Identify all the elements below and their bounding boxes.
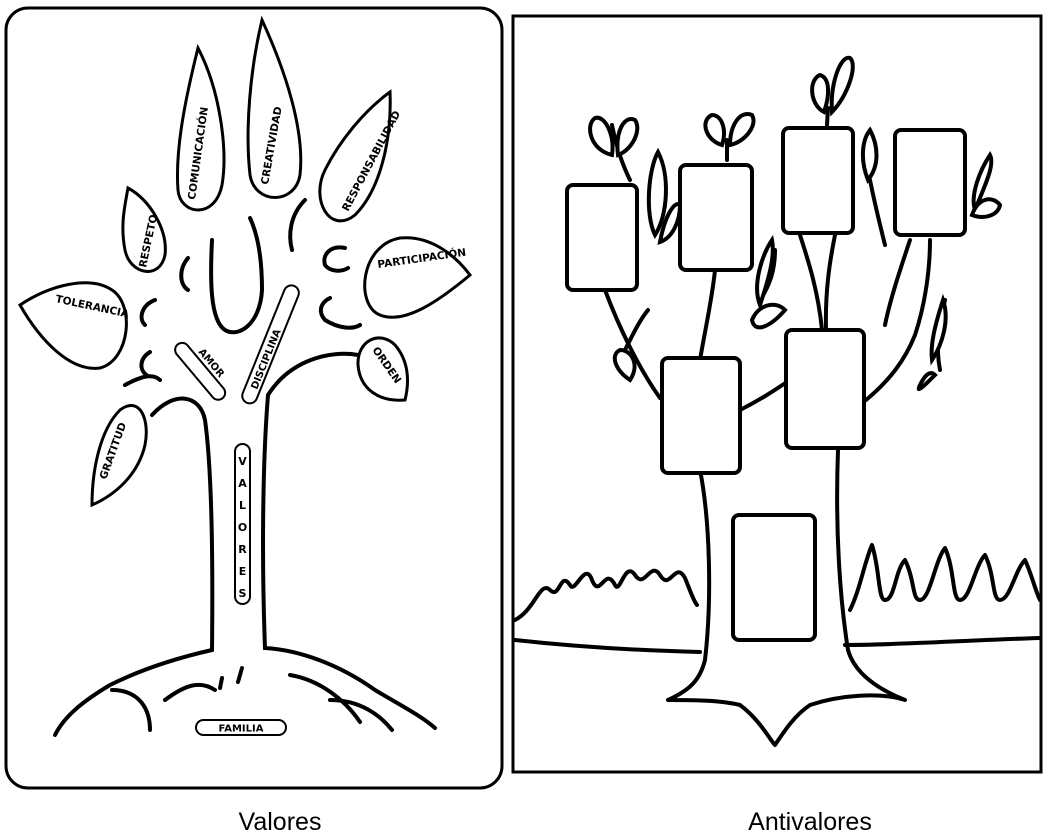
empty-frame <box>895 130 965 235</box>
empty-frame <box>662 358 740 473</box>
caption-antivalores: Antivalores <box>660 808 960 837</box>
empty-frame <box>680 165 752 270</box>
caption-valores: Valores <box>160 808 400 837</box>
trunk-letter: A <box>238 477 247 490</box>
trunk-letter: V <box>238 455 247 468</box>
trunk-letter: E <box>239 565 247 578</box>
empty-frame <box>786 330 864 448</box>
empty-frame <box>567 185 637 290</box>
side-leaf <box>863 130 877 180</box>
trunk-letter: O <box>238 521 247 534</box>
empty-frame <box>733 515 815 640</box>
valores-panel: COMUNICACIÓN CREATIVIDAD RESPONSABILIDAD… <box>6 8 502 788</box>
antivalores-panel <box>513 16 1041 772</box>
trunk-letter: L <box>239 499 246 512</box>
trunk-letter: S <box>239 587 247 600</box>
label-familia: FAMILIA <box>219 724 264 735</box>
trunk-letter: R <box>238 543 247 556</box>
valores-root-label: FAMILIA <box>196 720 286 735</box>
valores-trunk-label: V A L O R E S <box>235 444 250 604</box>
empty-frame <box>783 128 853 233</box>
